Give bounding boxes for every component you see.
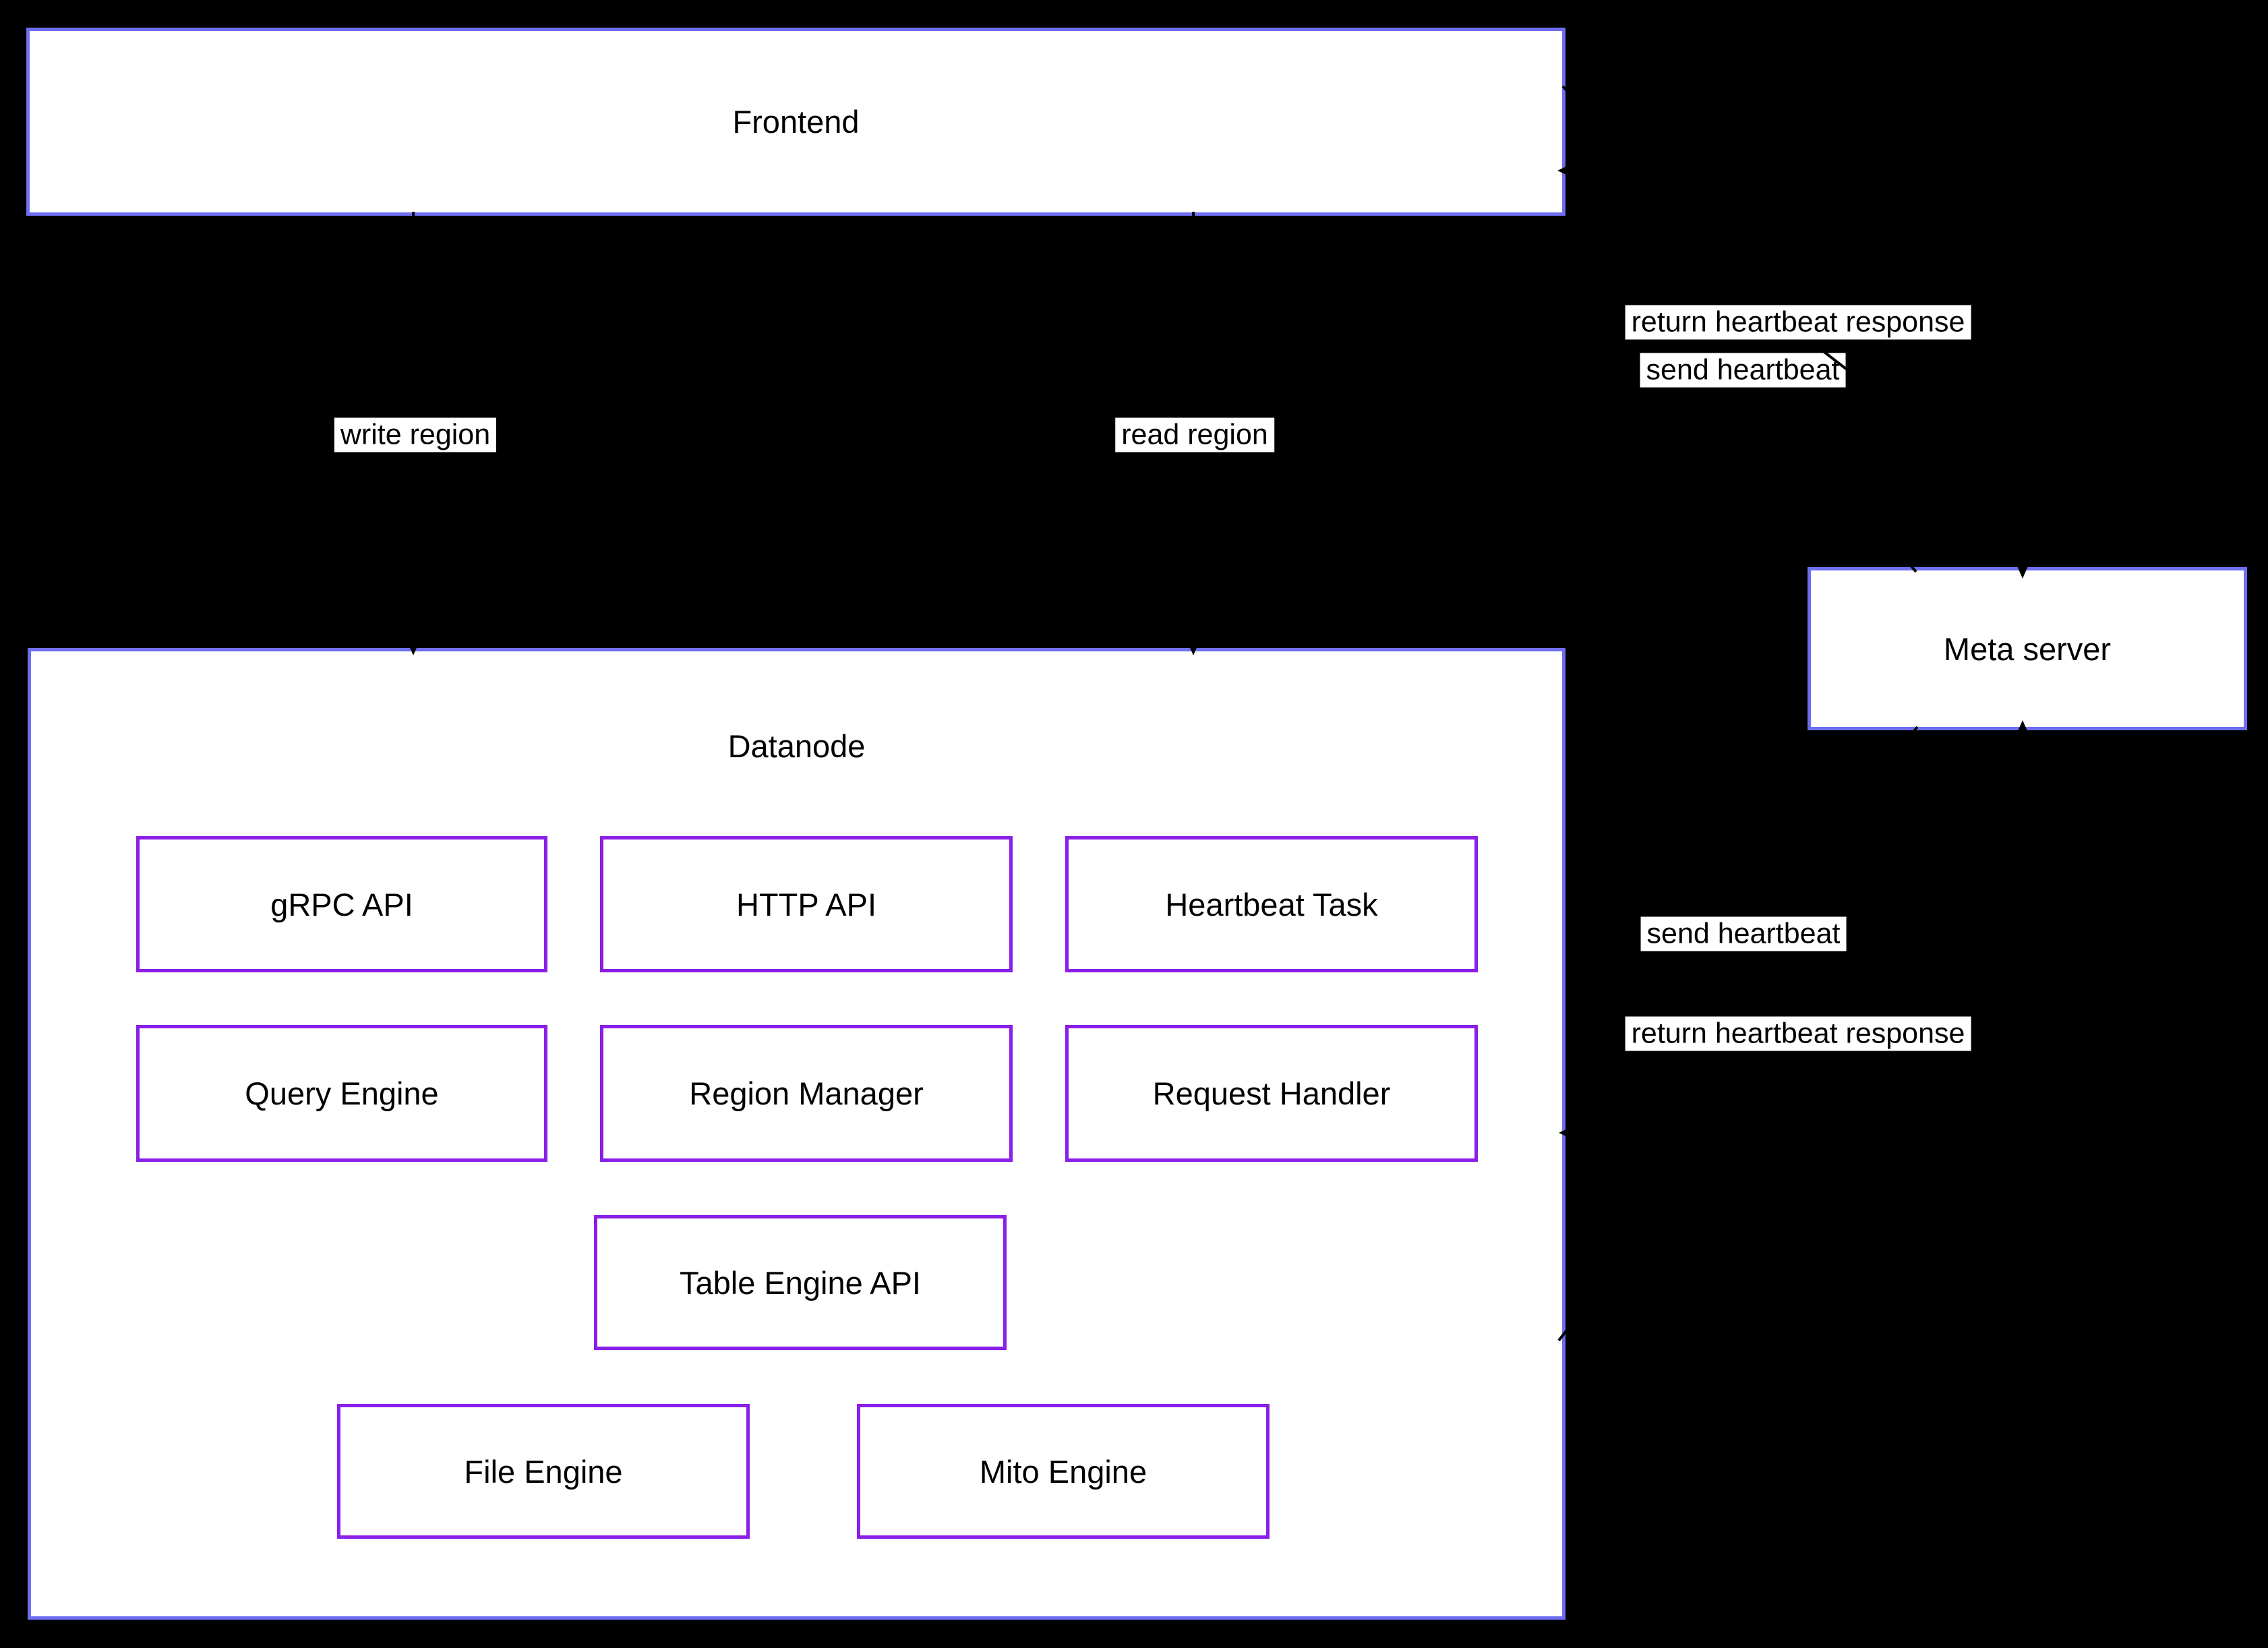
heartbeat-task-label: Heartbeat Task — [1165, 886, 1378, 922]
file-engine-label: File Engine — [464, 1453, 623, 1490]
edge-write-region-arrowhead — [404, 634, 423, 655]
heartbeat-task-box: Heartbeat Task — [1065, 836, 1478, 972]
grpc-api-label: gRPC API — [270, 886, 413, 922]
edge-label-write-region: write region — [334, 417, 497, 452]
file-engine-box: File Engine — [337, 1404, 750, 1539]
region-manager-label: Region Manager — [689, 1076, 924, 1111]
datanode-label: Datanode — [727, 728, 866, 764]
table-engine-api-box: Table Engine API — [594, 1215, 1007, 1350]
grpc-api-box: gRPC API — [136, 836, 547, 972]
query-engine-label: Query Engine — [245, 1076, 439, 1111]
edge-frontend-send-heartbeat-arrowhead — [2013, 557, 2032, 579]
meta-server-node: Meta server — [1808, 567, 2247, 730]
edge-label-read-region: read region — [1115, 417, 1274, 452]
edge-label-datanode-send-heartbeat: send heartbeat — [1640, 916, 1847, 951]
edge-return-heartbeat-datanode-arrowhead — [1559, 1123, 1579, 1142]
meta-server-label: Meta server — [1943, 630, 2112, 667]
edge-datanode-send-heartbeat-arrowhead — [2013, 720, 2032, 742]
frontend-node: Frontend — [26, 28, 1565, 216]
edge-read-region-arrowhead — [1184, 634, 1203, 655]
frontend-label: Frontend — [732, 104, 860, 140]
http-api-label: HTTP API — [736, 886, 877, 922]
http-api-box: HTTP API — [600, 836, 1013, 972]
table-engine-api-label: Table Engine API — [680, 1264, 921, 1301]
edge-return-heartbeat-frontend-arrowhead — [1557, 161, 1578, 180]
edge-label-return-heartbeat-datanode: return heartbeat response — [1625, 1016, 1971, 1051]
edge-label-frontend-send-heartbeat: send heartbeat — [1640, 353, 1846, 388]
request-handler-box: Request Handler — [1065, 1025, 1478, 1162]
region-manager-box: Region Manager — [600, 1025, 1013, 1162]
query-engine-box: Query Engine — [136, 1025, 547, 1162]
mito-engine-label: Mito Engine — [979, 1453, 1147, 1490]
edge-label-return-heartbeat-frontend: return heartbeat response — [1625, 305, 1971, 340]
send-heartbeat-label-crossing-sliver — [1818, 347, 1850, 372]
mito-engine-box: Mito Engine — [857, 1404, 1270, 1539]
request-handler-label: Request Handler — [1152, 1076, 1391, 1111]
